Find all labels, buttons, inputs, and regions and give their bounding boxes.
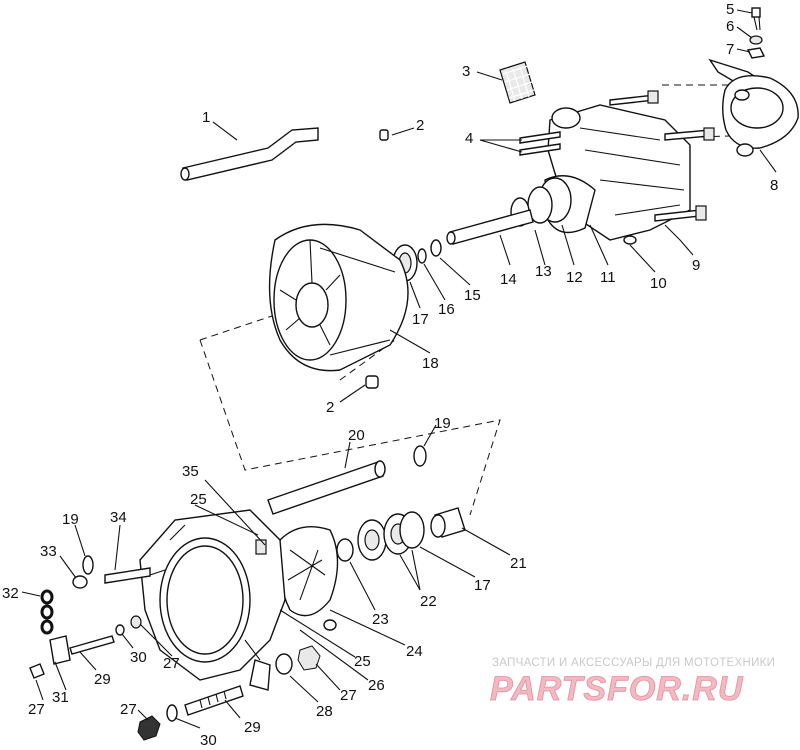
label-35: 35 <box>182 463 199 480</box>
watermark: ЗАПЧАСТИ И АКСЕССУАРЫ ДЛЯ МОТОТЕХНИКИ PA… <box>490 657 775 708</box>
part-bolt-top <box>751 7 761 31</box>
part-drive-shaft <box>267 460 386 515</box>
part-pump-body-lower <box>139 509 286 691</box>
watermark-tagline: ЗАПЧАСТИ И АКСЕССУАРЫ ДЛЯ МОТОТЕХНИКИ <box>492 657 775 669</box>
part-stator-housing <box>268 223 409 372</box>
part-stud-bottom <box>184 685 244 716</box>
label-26: 26 <box>368 677 385 694</box>
leader-lines <box>21 9 777 729</box>
label-15: 15 <box>464 287 481 304</box>
part-plug-middle <box>365 375 379 389</box>
part-nut-right <box>297 645 321 671</box>
part-bolt-9 <box>654 205 707 222</box>
part-bearings-lower <box>357 511 425 561</box>
part-nut-bottom <box>137 715 161 741</box>
part-washer-16 <box>417 248 427 264</box>
label-31: 31 <box>52 689 69 706</box>
part-o-rings <box>40 589 54 635</box>
label-12: 12 <box>566 269 583 286</box>
label-24: 24 <box>406 643 423 660</box>
part-washer-left <box>115 615 142 636</box>
part-steering-nozzle <box>708 58 799 157</box>
part-shaft <box>446 209 534 245</box>
label-30-lower: 30 <box>200 732 217 749</box>
label-34: 34 <box>110 509 127 526</box>
assembly-guide-lines <box>199 84 731 516</box>
label-2-top: 2 <box>416 117 424 134</box>
label-23: 23 <box>372 611 389 628</box>
part-plug-lower <box>323 619 337 631</box>
label-28: 28 <box>316 703 333 720</box>
part-snap-ring-left <box>82 555 94 575</box>
label-27-left: 27 <box>163 655 180 672</box>
label-25-lower: 25 <box>354 653 371 670</box>
part-hose <box>180 127 319 181</box>
part-stud-left <box>49 635 115 665</box>
label-3: 3 <box>462 63 470 80</box>
label-33: 33 <box>40 543 57 560</box>
label-14: 14 <box>500 271 517 288</box>
part-labels: 1 2 3 4 5 6 7 8 9 10 11 12 13 14 15 16 1… <box>2 1 778 749</box>
label-27-bottom: 27 <box>120 701 137 718</box>
watermark-brand: PARTSFOR.RU <box>490 670 744 708</box>
label-19-left: 19 <box>62 511 79 528</box>
part-snap-ring-middle <box>413 445 427 467</box>
label-22: 22 <box>420 593 437 610</box>
label-29-upper: 29 <box>94 671 111 688</box>
label-27-bottom-left: 27 <box>28 701 45 718</box>
label-21: 21 <box>510 555 527 572</box>
part-fitting <box>104 567 151 584</box>
label-7: 7 <box>726 41 734 58</box>
label-27-right: 27 <box>340 687 357 704</box>
label-8: 8 <box>770 177 778 194</box>
part-washer-33 <box>72 575 88 589</box>
label-6: 6 <box>726 18 734 35</box>
label-13: 13 <box>535 263 552 280</box>
label-5: 5 <box>726 1 734 18</box>
label-20: 20 <box>348 427 365 444</box>
part-grommet <box>275 653 293 675</box>
label-16: 16 <box>438 301 455 318</box>
label-4: 4 <box>465 130 473 147</box>
part-sleeve <box>336 538 354 562</box>
part-grille <box>499 61 536 104</box>
label-1: 1 <box>202 109 210 126</box>
part-plug-top <box>379 129 389 141</box>
part-nut-top <box>746 47 766 59</box>
label-2-middle: 2 <box>326 399 334 416</box>
label-17-upper: 17 <box>412 311 429 328</box>
part-bolts-housing <box>519 90 715 156</box>
part-impeller <box>278 526 339 617</box>
label-30-upper: 30 <box>130 649 147 666</box>
part-spacer <box>430 507 466 538</box>
part-nut-left <box>29 663 45 679</box>
part-washer-top <box>749 35 763 45</box>
label-18: 18 <box>422 355 439 372</box>
part-washer-bottom <box>166 704 178 722</box>
label-10: 10 <box>650 275 667 292</box>
label-29-lower: 29 <box>244 719 261 736</box>
label-17-lower: 17 <box>474 577 491 594</box>
part-washer-15 <box>430 239 442 257</box>
label-32: 32 <box>2 585 19 602</box>
label-9: 9 <box>692 257 700 274</box>
label-25-upper: 25 <box>190 491 207 508</box>
label-19-middle: 19 <box>434 415 451 432</box>
label-11: 11 <box>600 269 616 286</box>
